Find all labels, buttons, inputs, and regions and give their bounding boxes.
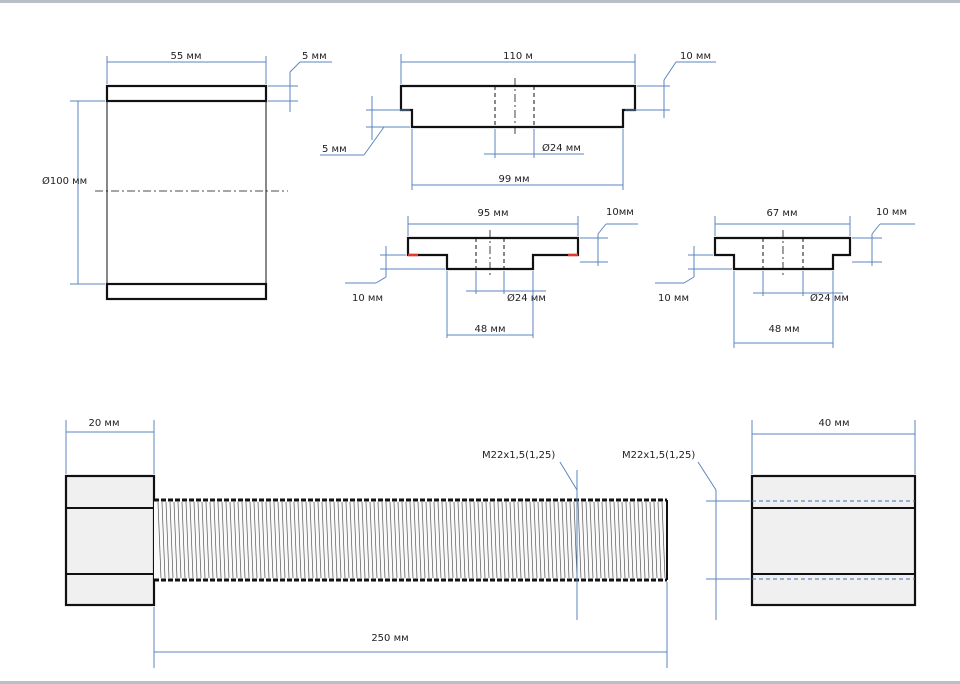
flange-right-base-label: 48 мм	[769, 324, 800, 335]
bolt-head-label: 20 мм	[89, 418, 120, 429]
bolt-length-label: 250 мм	[371, 633, 408, 644]
nut-thread-label: M22x1,5(1,25)	[622, 450, 695, 461]
flange-right-hole-label: Ø24 мм	[810, 292, 849, 304]
flange-mid-hole-label: Ø24 мм	[507, 292, 546, 304]
flange-right-height-label: 10 мм	[876, 207, 907, 218]
sleeve-wall-label: 5 мм	[302, 51, 327, 62]
sleeve-top-wall	[105, 84, 268, 103]
flange-mid-base-label: 48 мм	[475, 324, 506, 335]
flange-right-outline	[713, 236, 852, 271]
sleeve-part: 55 мм 5 мм Ø100 мм	[42, 51, 332, 301]
bottom-frame-bar	[0, 681, 960, 684]
bolt-thread-lines	[157, 501, 666, 579]
flange-top-base-label: 99 мм	[499, 174, 530, 185]
flange-mid-width-label: 95 мм	[478, 208, 509, 219]
nut-part: 40 мм M22x1,5(1,25)	[622, 418, 917, 620]
nut-body	[750, 474, 917, 607]
flange-mid-height-label: 10мм	[606, 207, 634, 218]
flange-right-step-label: 10 мм	[658, 293, 689, 304]
flange-top-step-label: 5 мм	[322, 144, 347, 155]
flange-top-width-label: 110 м	[503, 51, 533, 62]
flange-right-width-label: 67 мм	[767, 208, 798, 219]
sleeve-width-label: 55 мм	[171, 51, 202, 62]
flange-mid-step-label: 10 мм	[352, 293, 383, 304]
top-frame-bar	[0, 0, 960, 3]
flange-top-height-label: 10 мм	[680, 51, 711, 62]
bolt-part: 20 мм M22x1,5(1,25) 250 мм	[64, 418, 668, 668]
flange-mid-part: 95 мм 10мм 10 мм Ø24 мм 48 мм	[345, 207, 638, 338]
flange-top-part: 110 м 10 мм 5 мм Ø24 мм 99 мм	[320, 51, 716, 190]
nut-width-label: 40 мм	[819, 418, 850, 429]
sleeve-bottom-wall	[105, 282, 268, 301]
bolt-thread-label: M22x1,5(1,25)	[482, 450, 555, 461]
flange-top-hole-label: Ø24 мм	[542, 142, 581, 154]
sleeve-diameter-label: Ø100 мм	[42, 175, 87, 187]
flange-mid-outline	[406, 236, 580, 271]
flange-right-part: 67 мм 10 мм 10 мм Ø24 мм 48 мм	[655, 207, 915, 348]
bolt-head	[64, 474, 156, 607]
flange-top-outline	[399, 84, 637, 129]
